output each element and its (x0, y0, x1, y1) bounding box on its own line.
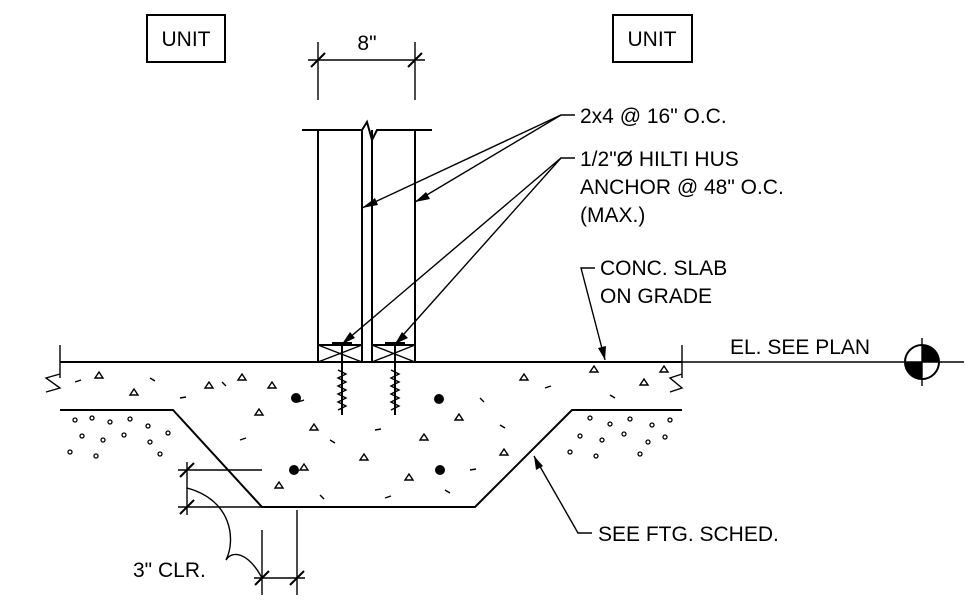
stud-label: 2x4 @ 16" O.C. (580, 105, 727, 128)
anchor-label-line3: (MAX.) (580, 204, 645, 227)
stud-wall (302, 119, 432, 363)
clearance-label: 3" CLR. (133, 559, 206, 582)
aggregate-dots (289, 393, 445, 475)
wall-width-dimension: 8" (308, 32, 425, 100)
slab-label-line2: ON GRADE (600, 285, 712, 308)
slab-label-line1: CONC. SLAB (600, 257, 727, 280)
anchor-label-line1: 1/2"Ø HILTI HUS (580, 148, 739, 171)
elevation-label: EL. SEE PLAN (730, 336, 870, 359)
leader-slab (580, 267, 606, 361)
gravel-base (67, 415, 673, 459)
concrete-texture (74, 364, 670, 500)
anchor-bolts (332, 342, 405, 415)
leader-stud (361, 114, 575, 209)
wall-width-label: 8" (357, 32, 376, 55)
unit-left-tag: UNIT (146, 14, 226, 63)
elevation-marker (682, 338, 964, 386)
anchor-label-line2: ANCHOR @ 48" O.C. (580, 176, 784, 199)
unit-right-tag: UNIT (612, 14, 693, 63)
footing-label: SEE FTG. SCHED. (598, 523, 779, 546)
leader-footing (533, 455, 592, 534)
unit-left-label: UNIT (162, 28, 211, 51)
slab-footing-outline (44, 345, 684, 508)
leader-anchor (341, 157, 575, 345)
unit-right-label: UNIT (628, 28, 677, 51)
clearance-dimension (178, 462, 305, 595)
